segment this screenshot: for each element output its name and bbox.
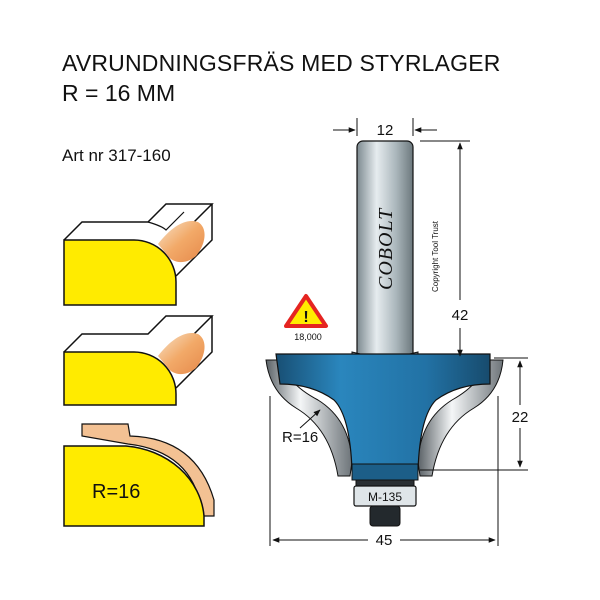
- dim-shank-length: 42: [420, 140, 470, 357]
- warning-triangle: ! 18,000: [284, 294, 328, 342]
- copyright-label: Copyright Tool Trust: [431, 220, 440, 292]
- page-subtitle: R = 16 MM: [62, 80, 176, 106]
- profile-radius-label: R=16: [92, 481, 140, 503]
- dim-total-diameter: 45: [269, 396, 499, 549]
- profile-radius-section: R=16: [63, 423, 215, 527]
- router-bit: COBOLT M-135: [265, 140, 504, 527]
- warning-rpm: 18,000: [294, 332, 322, 342]
- bearing-label: M-135: [368, 490, 402, 504]
- dim-shank-diameter: 12: [333, 118, 437, 139]
- article-number: Art nr 317-160: [62, 146, 171, 165]
- brand-label: COBOLT: [375, 207, 397, 290]
- profile-top-workpiece: [63, 203, 214, 306]
- bit-radius-label: R=16: [282, 429, 318, 446]
- screw: [369, 505, 401, 527]
- total-diameter-label: 45: [376, 532, 393, 549]
- shank-diameter-label: 12: [377, 122, 394, 139]
- shank-length-label: 42: [452, 307, 469, 324]
- dim-radius-callout: R=16: [282, 409, 321, 446]
- cut-height-label: 22: [512, 409, 529, 426]
- warning-exclamation-icon: !: [303, 309, 308, 326]
- profile-middle-workpiece: [63, 315, 214, 406]
- dim-cut-height: 22: [420, 357, 529, 471]
- page-title: AVRUNDNINGSFRÄS MED STYRLAGER: [62, 50, 501, 76]
